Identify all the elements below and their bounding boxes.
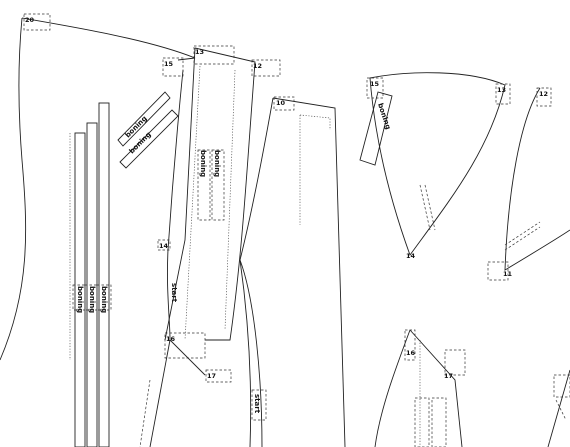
marker-12-right: 12: [539, 90, 548, 98]
boning-label-2: boning: [88, 286, 96, 313]
marker-12-left: 12: [253, 62, 262, 70]
pattern-piece-edge-fragment: [547, 369, 570, 447]
marker-13-left: 13: [195, 48, 204, 56]
pattern-piece-center: 13 12 boning boning: [164, 45, 281, 341]
boning-strips-left: boning boning boning: [69, 102, 112, 447]
start-label-front: start: [253, 394, 261, 414]
pattern-piece-front-side: 10 start: [239, 96, 346, 447]
marker-17-left: 17: [207, 372, 216, 380]
marker-20: 20: [25, 16, 35, 24]
marker-10-left: 10: [276, 99, 286, 107]
marker-17-right: 17: [444, 372, 453, 380]
marker-13-right: 13: [497, 86, 506, 94]
pattern-piece-gusset-right: 12 11: [487, 87, 570, 281]
marker-15-right: 15: [370, 80, 380, 88]
boning-label-center-1: boning: [199, 150, 207, 177]
boning-label-center-2: boning: [213, 150, 221, 177]
marker-11-right: 11: [503, 270, 513, 278]
marker-15-left: 15: [164, 60, 174, 68]
boning-strips-diagonal: boning boning: [117, 91, 179, 169]
marker-16-left: 16: [166, 335, 176, 343]
marker-14-left: 14: [159, 242, 169, 250]
pattern-piece-bottom-right: 16 17: [374, 329, 466, 447]
pattern-piece-side-back: 15 14 16 17 start: [139, 57, 232, 447]
boning-label-1: boning: [76, 286, 84, 313]
boning-label-3: boning: [100, 286, 108, 313]
pattern-piece-gusset-left: 15 13 14 boning: [359, 72, 511, 260]
marker-16-right: 16: [406, 349, 416, 357]
marker-14-right: 14: [406, 252, 416, 260]
pattern-piece-back: 20: [0, 13, 196, 361]
